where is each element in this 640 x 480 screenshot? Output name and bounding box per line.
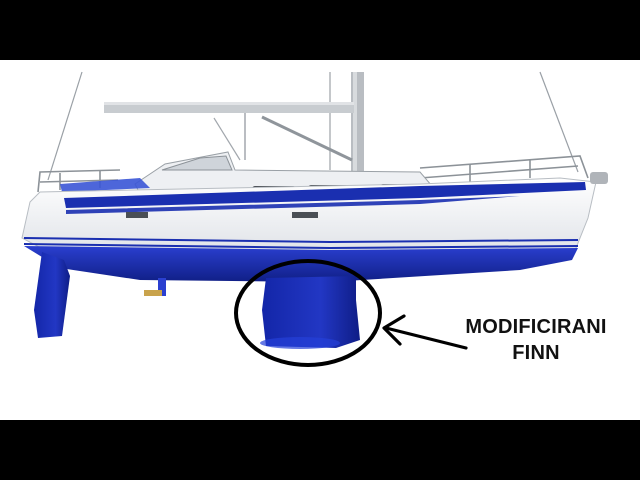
annotation-line-2: FINN <box>512 342 560 364</box>
annotation-label: MODIFICIRANI FINN <box>436 314 636 366</box>
illustration-canvas: MODIFICIRANI FINN <box>0 60 640 420</box>
annotation-line-1: MODIFICIRANI <box>465 316 607 338</box>
boom <box>104 102 354 162</box>
rudder <box>34 252 70 338</box>
propeller <box>144 278 166 296</box>
fin-keel <box>262 276 360 348</box>
sailboat-illustration <box>21 71 608 367</box>
hull <box>21 172 608 282</box>
arrow-icon <box>382 314 468 350</box>
highlight-circle <box>234 259 382 367</box>
mast <box>47 71 579 181</box>
